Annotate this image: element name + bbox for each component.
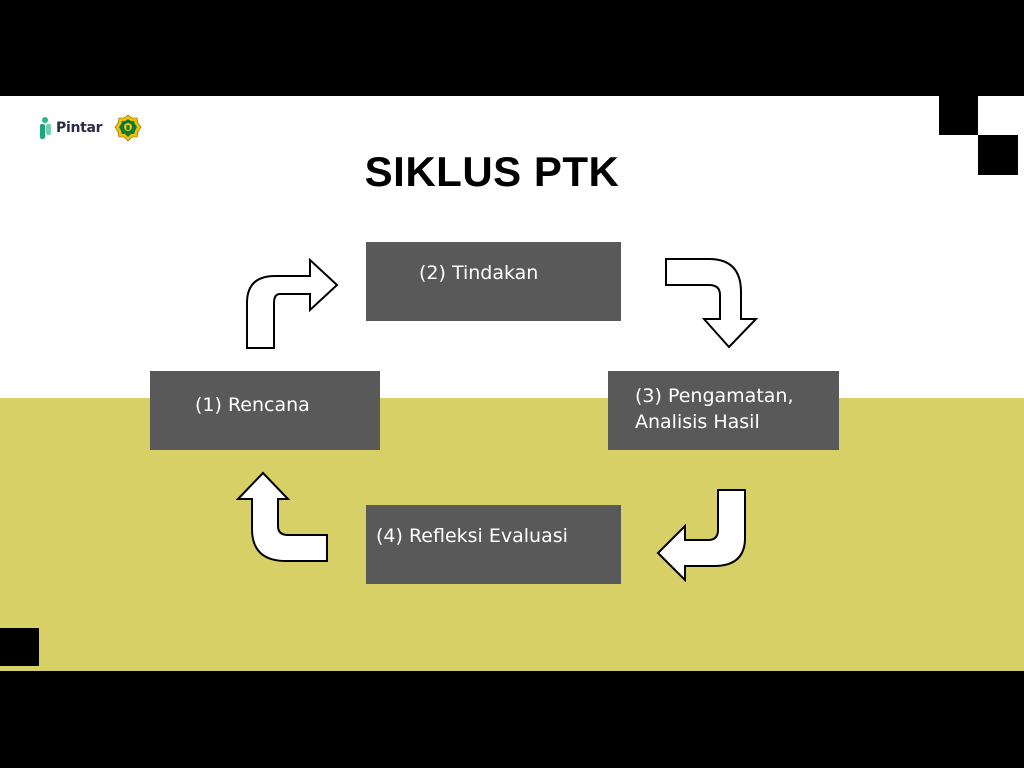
letterbox-top [0,0,1024,96]
step-label: (1) Rencana [195,394,310,416]
cycle-step-plan: (1) Rencana [150,371,380,450]
curved-arrow-down-left-icon [656,488,748,582]
slide: Pintar SIKLUS PTK (1) Rencana (2) Tindak… [0,96,1024,671]
pintar-mark-icon [40,117,54,139]
curved-arrow-left-up-icon [236,471,330,563]
corner-square-decoration [978,135,1018,175]
cycle-step-reflection: (4) Refleksi Evaluasi [366,505,621,584]
curved-arrow-right-down-icon [664,257,759,349]
pintar-logo: Pintar [40,117,103,139]
header-logos: Pintar [40,114,142,142]
curved-arrow-up-right-icon [245,258,340,350]
step-label-line2: Analisis Hasil [635,411,760,433]
step-label: (3) Pengamatan, [635,385,794,407]
corner-square-decoration [0,628,39,666]
kemenag-emblem-icon [114,114,142,142]
slide-title: SIKLUS PTK [364,148,620,195]
cycle-step-observation: (3) Pengamatan, Analisis Hasil [608,371,839,450]
step-label: (4) Refleksi Evaluasi [376,525,568,547]
letterbox-bottom [0,671,1024,768]
step-label: (2) Tindakan [419,262,539,284]
cycle-step-action: (2) Tindakan [366,242,621,321]
corner-square-decoration [939,96,978,135]
brand-text: Pintar [56,120,103,136]
